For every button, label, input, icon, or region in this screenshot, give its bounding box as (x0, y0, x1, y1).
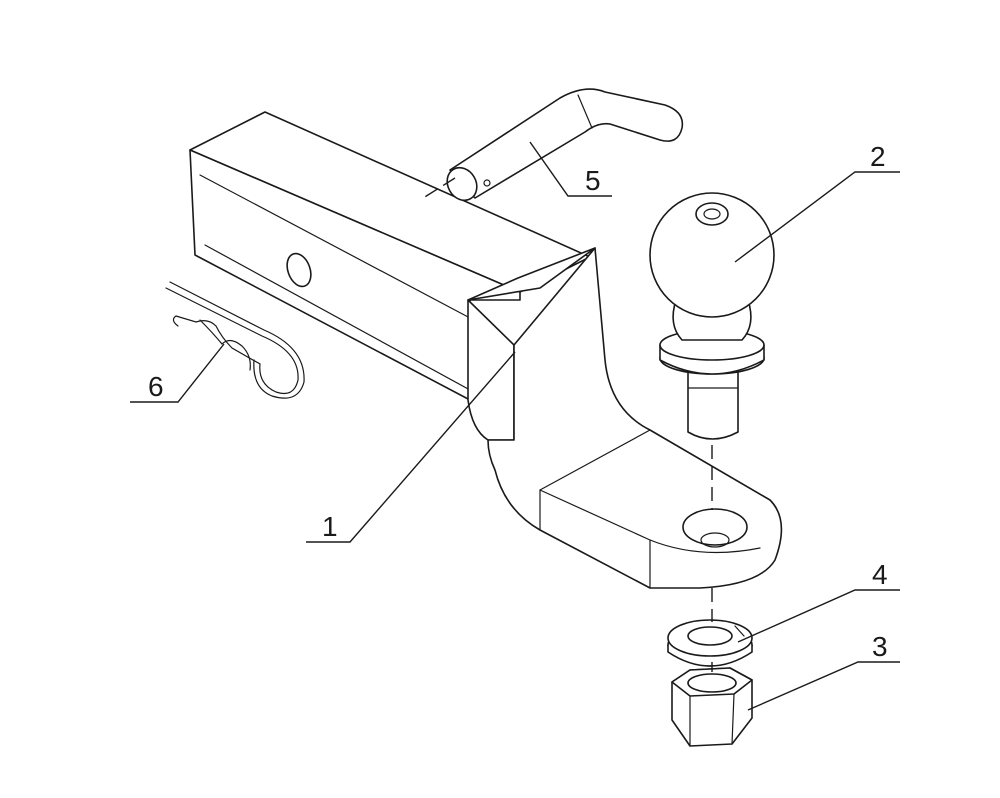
callout-label: 6 (148, 371, 164, 402)
callout-label: 4 (872, 559, 888, 590)
callout-6: 6 (130, 343, 225, 403)
callout-1: 1 (306, 351, 516, 543)
hairpin-clip (165, 281, 305, 399)
callout-3: 3 (747, 631, 900, 711)
lock-washer (667, 619, 753, 667)
hex-nut (671, 667, 753, 747)
callout-label: 5 (585, 165, 601, 196)
assembly-centerlines (419, 177, 713, 672)
callout-5: 5 (529, 141, 612, 197)
callout-4: 4 (737, 559, 900, 643)
ball-mount-shank (189, 111, 783, 589)
hitch-pin (446, 88, 684, 202)
hitch-ball (649, 192, 775, 440)
callout-label: 3 (872, 631, 888, 662)
callout-2: 2 (734, 141, 900, 263)
callout-label: 2 (870, 141, 886, 172)
callout-label: 1 (322, 511, 338, 542)
